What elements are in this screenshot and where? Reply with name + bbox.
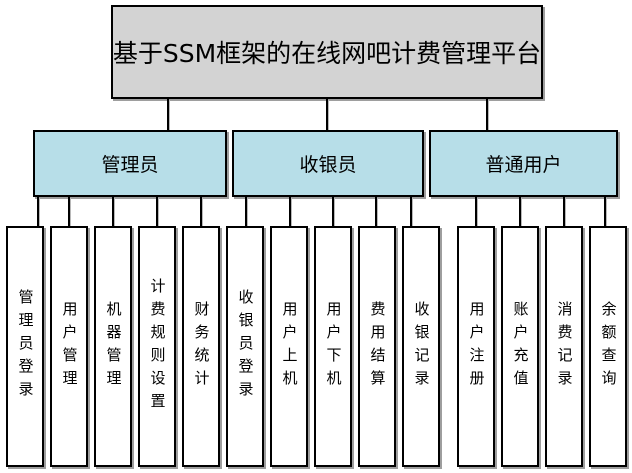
- connector-root-cashier: [326, 99, 328, 130]
- leaf-account-recharge: 账户充值: [501, 226, 539, 467]
- leaf-label: 收银员登录: [236, 289, 255, 404]
- connector-leaf: [563, 197, 565, 226]
- connector-leaf: [200, 197, 202, 226]
- leaf-label: 用户上机: [280, 300, 299, 393]
- leaf-label: 用户注册: [467, 300, 486, 393]
- leaf-finance-statistics: 财务统计: [182, 226, 220, 467]
- connector-leaf: [156, 197, 158, 226]
- leaf-balance-inquiry: 余额查询: [589, 226, 627, 467]
- leaf-user-check-out: 用户下机: [314, 226, 352, 467]
- leaf-billing-rule-settings: 计费规则设置: [138, 226, 176, 467]
- connector-leaf: [519, 197, 521, 226]
- leaf-consumption-records: 消费记录: [545, 226, 583, 467]
- leaf-label: 管理员登录: [16, 289, 35, 404]
- leaf-label: 账户充值: [511, 300, 530, 393]
- leaf-label: 收银记录: [412, 300, 431, 393]
- leaf-label: 机器管理: [104, 300, 123, 393]
- connector-leaf: [68, 197, 70, 226]
- connector-leaf: [245, 197, 247, 226]
- group-node-cashier: 收银员: [232, 130, 424, 197]
- group-node-admin: 管理员: [33, 130, 227, 197]
- group-label: 管理员: [101, 154, 159, 176]
- leaf-user-register: 用户注册: [457, 226, 495, 467]
- leaf-label: 余额查询: [599, 300, 618, 393]
- connector-leaf: [475, 197, 477, 226]
- group-label: 收银员: [299, 154, 357, 176]
- leaf-label: 用户下机: [324, 300, 343, 393]
- connector-leaf: [112, 197, 114, 226]
- group-node-user: 普通用户: [429, 130, 618, 197]
- leaf-cashier-login: 收银员登录: [226, 226, 264, 467]
- connector-leaf: [37, 197, 39, 226]
- root-node: 基于SSM框架的在线网吧计费管理平台: [111, 5, 543, 99]
- connector-leaf: [375, 197, 377, 226]
- connector-leaf: [332, 197, 334, 226]
- leaf-cashier-records: 收银记录: [402, 226, 440, 467]
- leaf-label: 费用结算: [368, 300, 387, 393]
- leaf-label: 计费规则设置: [148, 277, 167, 416]
- connector-root-admin: [167, 99, 169, 130]
- leaf-user-management: 用户管理: [50, 226, 88, 467]
- leaf-label: 消费记录: [555, 300, 574, 393]
- leaf-fee-settlement: 费用结算: [358, 226, 396, 467]
- leaf-admin-login: 管理员登录: [6, 226, 44, 467]
- root-title: 基于SSM框架的在线网吧计费管理平台: [112, 39, 542, 68]
- connector-leaf: [289, 197, 291, 226]
- connector-leaf: [604, 197, 606, 226]
- group-label: 普通用户: [485, 154, 562, 176]
- leaf-label: 财务统计: [192, 300, 211, 393]
- leaf-machine-management: 机器管理: [94, 226, 132, 467]
- leaf-label: 用户管理: [60, 300, 79, 393]
- leaf-user-check-in: 用户上机: [270, 226, 308, 467]
- connector-leaf: [410, 197, 412, 226]
- connector-root-user: [486, 99, 488, 130]
